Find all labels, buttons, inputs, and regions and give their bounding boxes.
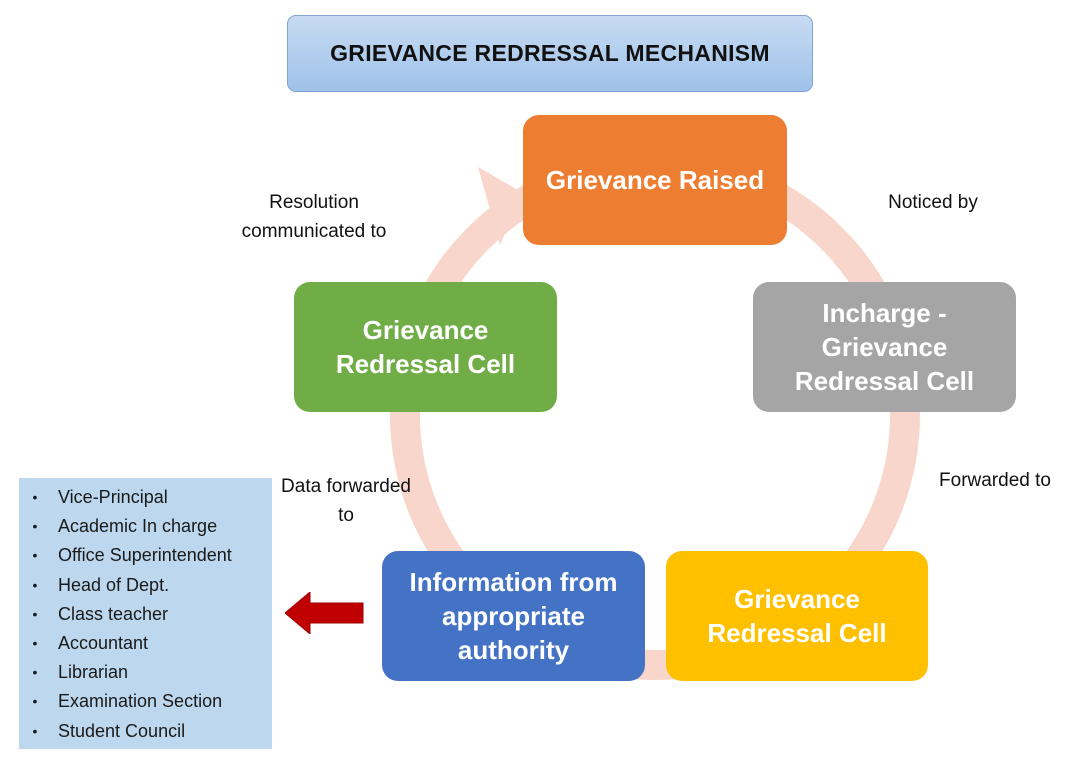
list-item-label: Class teacher: [58, 603, 169, 624]
cycle-arrowhead: [478, 167, 523, 245]
bullet-icon: •: [32, 634, 38, 651]
edge-label-resolution: Resolution communicated to: [214, 188, 414, 246]
left-arrow-icon: [285, 592, 364, 634]
list-item: • Head of Dept.: [19, 571, 272, 600]
list-item: • Librarian: [19, 658, 272, 687]
list-item: • Accountant: [19, 629, 272, 658]
authority-list: • Vice-Principal • Academic In charge • Off…: [19, 483, 272, 746]
bullet-icon: •: [32, 518, 38, 535]
bullet-icon: •: [32, 664, 38, 681]
node-incharge-grievance-redressal-cell: Incharge - Grievance Redressal Cell: [753, 282, 1016, 412]
list-item-label: Academic In charge: [58, 516, 218, 537]
list-item: • Class teacher: [19, 600, 272, 629]
edge-label-forwarded-to: Forwarded to: [939, 470, 1051, 491]
edge-label-noticed-by: Noticed by: [888, 192, 978, 213]
list-item-label: Head of Dept.: [58, 574, 170, 595]
list-item: • Vice-Principal: [19, 483, 272, 512]
bullet-icon: •: [32, 489, 38, 505]
bullet-icon: •: [32, 722, 38, 739]
list-item: • Student Council: [19, 717, 272, 746]
list-item-label: Examination Section: [58, 691, 223, 712]
bullet-icon: •: [32, 547, 38, 564]
list-item: • Examination Section: [19, 687, 272, 716]
node-grievance-redressal-cell-green: Grievance Redressal Cell: [294, 282, 557, 412]
list-item: • Office Superintendent: [19, 541, 272, 570]
bullet-icon: •: [32, 605, 38, 622]
node-grievance-raised: Grievance Raised: [523, 115, 787, 245]
node-information-from-authority: Information from appropriate authority: [382, 551, 645, 681]
list-item-label: Librarian: [58, 662, 129, 683]
list-item-label: Vice-Principal: [58, 487, 168, 507]
edge-label-resolution-text: Resolution communicated to: [241, 192, 387, 242]
authority-list-box: • Vice-Principal • Academic In charge • Off…: [19, 478, 272, 749]
node-grievance-redressal-cell-yellow: Grievance Redressal Cell: [666, 551, 928, 681]
list-item-label: Accountant: [58, 632, 149, 653]
edge-label-data-forwarded: Data forwarded to: [266, 472, 426, 530]
diagram-title: GRIEVANCE REDRESSAL MECHANISM: [287, 15, 813, 92]
bullet-icon: •: [32, 576, 38, 593]
bullet-icon: •: [32, 693, 38, 710]
list-item-label: Student Council: [58, 720, 186, 741]
list-item: • Academic In charge: [19, 512, 272, 541]
list-item-label: Office Superintendent: [58, 545, 232, 566]
edge-label-data-forwarded-text: Data forwarded to: [281, 476, 411, 526]
